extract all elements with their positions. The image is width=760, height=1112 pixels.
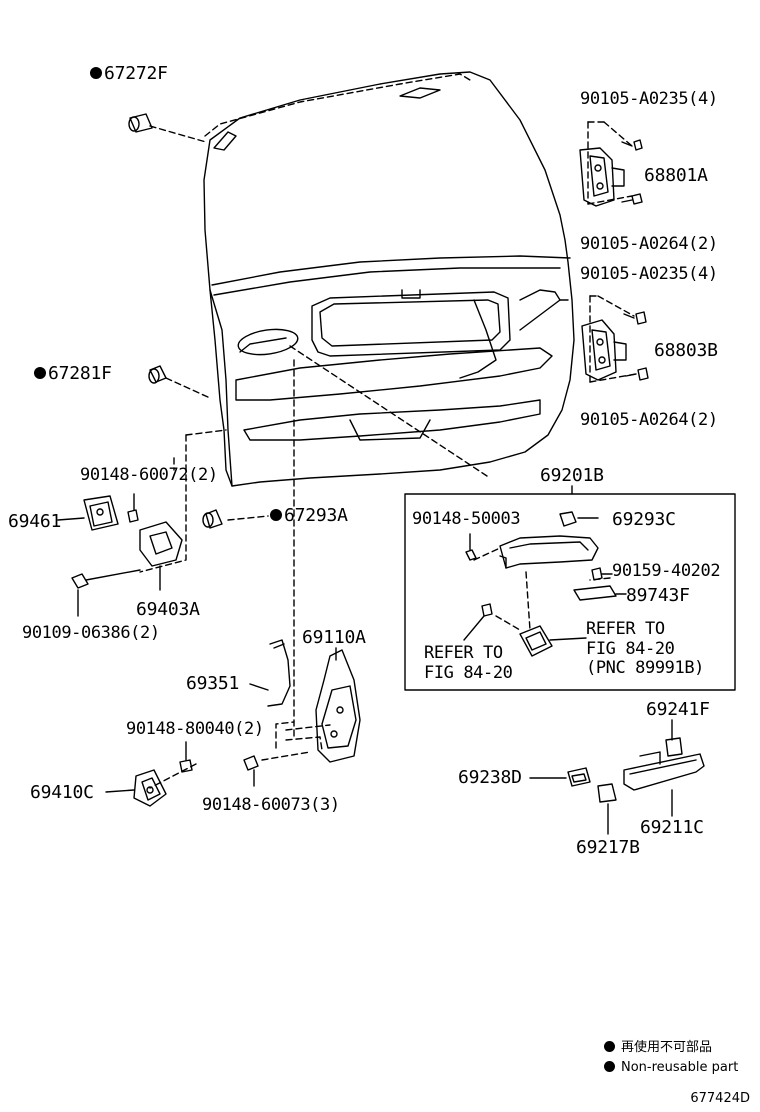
hinge-68801A	[580, 140, 642, 206]
illustration-code: 677424D	[690, 1091, 750, 1106]
refer-note-left-line2: FIG 84-20	[424, 663, 513, 683]
label-67293A: 67293A	[270, 506, 348, 525]
label-68801A: 68801A	[644, 165, 708, 186]
non-reusable-dot-icon	[34, 367, 46, 379]
label-69410C: 69410C	[30, 782, 94, 803]
rod-69351	[250, 640, 290, 706]
label-69201B: 69201B	[540, 465, 604, 486]
label-90148-60072: 90148-60072(2)	[80, 465, 218, 485]
legend-line-english: Non-reusable part	[604, 1060, 738, 1076]
label-69293C: 69293C	[612, 509, 676, 530]
non-reusable-dot-icon	[604, 1061, 615, 1072]
non-reusable-dot-icon	[90, 67, 102, 79]
label-90105-A0264-upper: 90105-A0264(2)	[580, 234, 718, 254]
handle-frame-69201B	[464, 512, 626, 656]
hinge-68803B	[582, 312, 648, 380]
label-90148-80040: 90148-80040(2)	[126, 719, 264, 739]
label-89743F: 89743F	[626, 585, 690, 606]
label-90148-60073: 90148-60073(3)	[202, 795, 340, 815]
non-reusable-dot-icon	[270, 509, 282, 521]
group-box-69201B	[405, 494, 735, 690]
label-68803B: 68803B	[654, 340, 718, 361]
label-90105-A0235-upper: 90105-A0235(4)	[580, 89, 718, 109]
label-69241F: 69241F	[646, 699, 710, 720]
refer-note-left-line1: REFER TO	[424, 643, 503, 663]
non-reusable-dot-icon	[604, 1041, 615, 1052]
label-90159-40202: 90159-40202	[612, 561, 721, 581]
legend-line-japanese: 再使用不可部品	[604, 1040, 712, 1056]
striker-plate-69461	[58, 494, 138, 530]
label-67272F: 67272F	[90, 64, 168, 83]
label-67281F: 67281F	[34, 364, 112, 383]
striker-69410C	[106, 742, 258, 806]
label-69238D: 69238D	[458, 767, 522, 788]
refer-note-right-line2: FIG 84-20	[586, 639, 675, 659]
refer-note-right-line1: REFER TO	[586, 619, 665, 639]
label-69217B: 69217B	[576, 837, 640, 858]
label-90148-50003: 90148-50003	[412, 509, 521, 529]
outside-handle-group	[530, 720, 704, 834]
lock-assembly-69110A	[316, 648, 360, 762]
cap-67272F	[129, 114, 152, 132]
refer-note-right-line3: (PNC 89991B)	[586, 658, 705, 678]
label-69461: 69461	[8, 511, 62, 532]
label-69211C: 69211C	[640, 817, 704, 838]
cushion-67293A	[203, 510, 222, 528]
label-90105-A0235-lower: 90105-A0235(4)	[580, 264, 718, 284]
label-90109-06386: 90109-06386(2)	[22, 623, 160, 643]
leader-lines	[140, 122, 636, 788]
cushion-67281F	[149, 366, 166, 383]
label-69351: 69351	[186, 673, 240, 694]
label-69110A: 69110A	[302, 627, 366, 648]
label-69403A: 69403A	[136, 599, 200, 620]
striker-69403A	[72, 522, 182, 616]
label-90105-A0264-lower: 90105-A0264(2)	[580, 410, 718, 430]
back-door-panel	[204, 72, 574, 486]
